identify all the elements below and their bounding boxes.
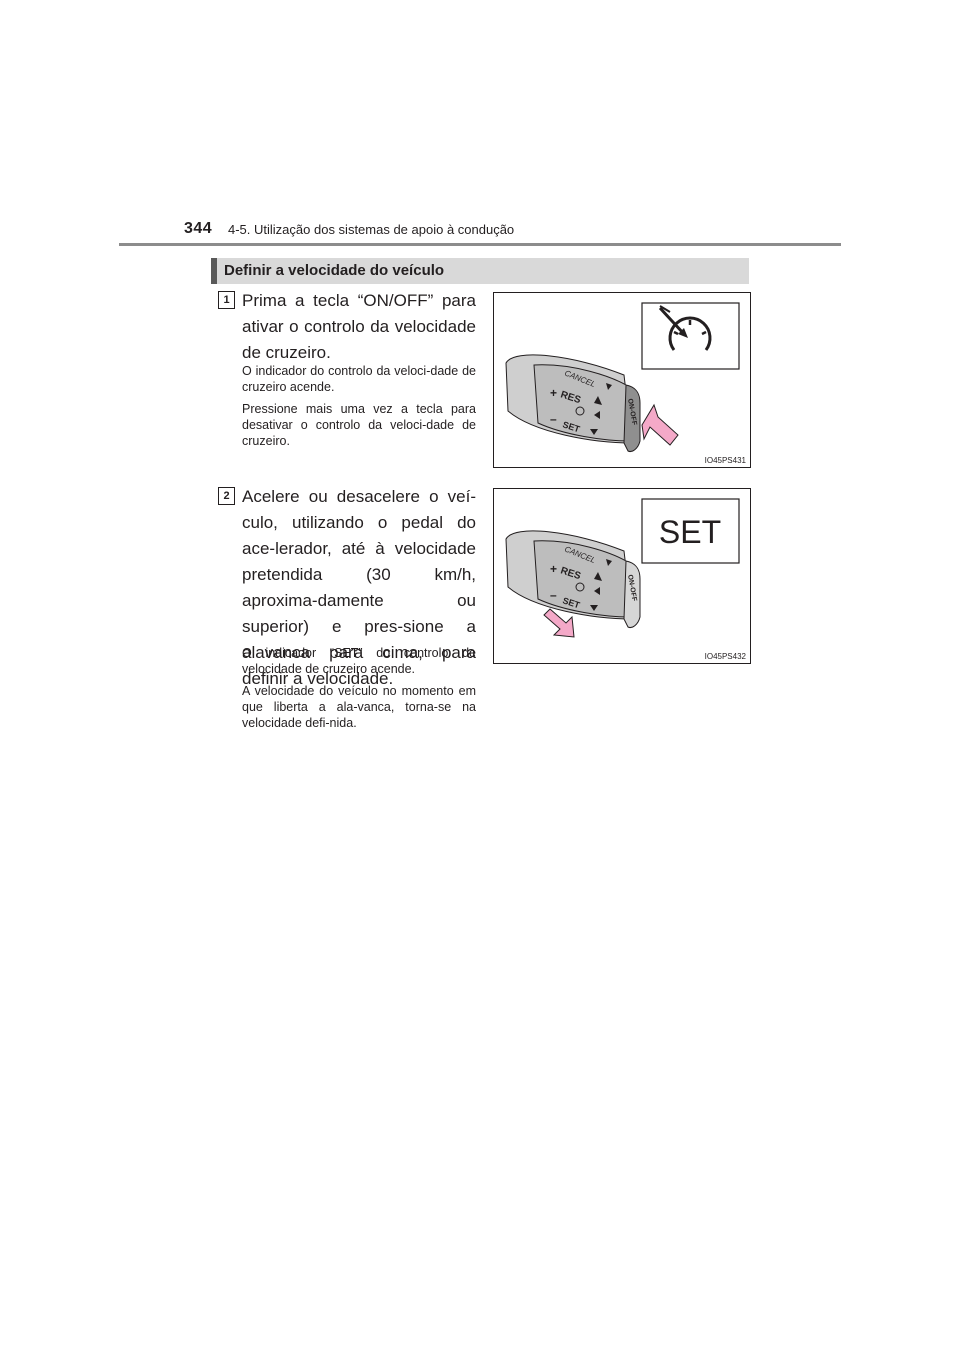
plus-label: + bbox=[550, 386, 557, 400]
lever-2: CANCEL + RES – SET ON-OFF bbox=[505, 530, 641, 628]
figure-code-1: IO45PS431 bbox=[704, 456, 746, 465]
step-1-note-2: Pressione mais uma vez a tecla para desa… bbox=[242, 402, 476, 448]
step-2-note-1: O indicador “SET” do controlo de velocid… bbox=[242, 646, 476, 676]
section-accent bbox=[211, 258, 217, 284]
minus-label: – bbox=[550, 412, 557, 426]
step-2-number: 2 bbox=[218, 487, 235, 505]
cruise-indicator-icon bbox=[658, 305, 712, 351]
set-display-text: SET bbox=[659, 514, 721, 550]
plus-label-2: + bbox=[550, 562, 557, 576]
figure-on-off-switch: CANCEL + RES – SET ON-OFF IO45PS431 bbox=[493, 292, 751, 468]
lever-1: CANCEL + RES – SET ON-OFF bbox=[505, 354, 641, 452]
step-2-note-2: A velocidade do veículo no momento em qu… bbox=[242, 684, 476, 730]
minus-label-2: – bbox=[550, 588, 557, 602]
chapter-title: 4-5. Utilização dos sistemas de apoio à … bbox=[228, 222, 515, 237]
push-down-arrow-icon bbox=[543, 608, 575, 638]
set-display bbox=[641, 498, 740, 564]
figure-set-lever: SET CANCEL + RES – SET ON-OFF IO45PS432 bbox=[493, 488, 751, 664]
page-number: 344 bbox=[184, 220, 213, 237]
figure-code-2: IO45PS432 bbox=[704, 652, 746, 661]
on-off-label: ON-OFF bbox=[626, 398, 638, 426]
step-1-instruction: Prima a tecla “ON/OFF” para ativar o con… bbox=[242, 291, 476, 362]
lever-illustration-2: SET CANCEL + RES – SET ON-OFF bbox=[505, 498, 740, 638]
indicator-display bbox=[641, 302, 740, 370]
on-off-label-2: ON-OFF bbox=[626, 574, 638, 602]
step-1-note-1: O indicador do controlo da veloci-dade d… bbox=[242, 364, 476, 394]
header-rule bbox=[119, 243, 841, 246]
section-title: Definir a velocidade do veículo bbox=[224, 262, 445, 279]
section-header: Definir a velocidade do veículo bbox=[211, 258, 749, 284]
step-2-instruction: Acelere ou desacelere o veí-culo, utiliz… bbox=[242, 487, 476, 688]
step-1-number: 1 bbox=[218, 291, 235, 309]
press-arrow-icon bbox=[641, 403, 679, 446]
lever-illustration-1: CANCEL + RES – SET ON-OFF bbox=[505, 302, 740, 452]
